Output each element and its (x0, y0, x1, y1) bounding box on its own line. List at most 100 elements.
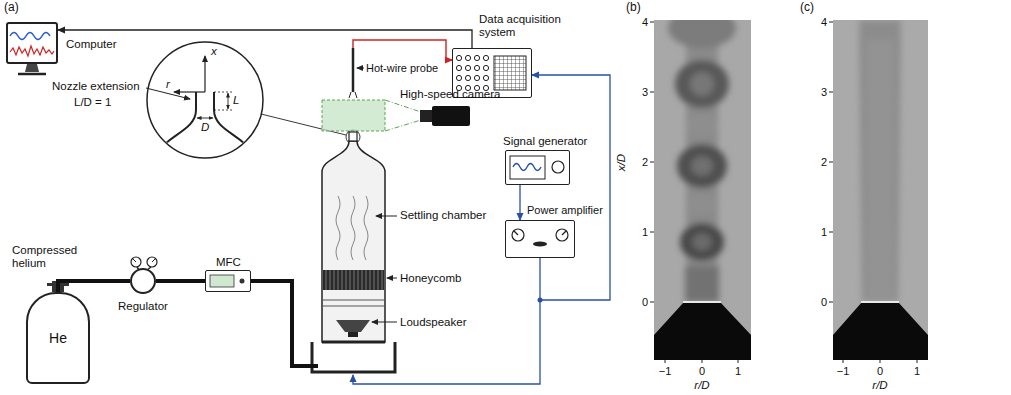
daq-panel (456, 75, 461, 80)
power-amplifier-box: Power amplifier (505, 220, 575, 258)
label-holder: (c) (800, 1, 814, 14)
node-label: MFC (216, 256, 241, 268)
label-holder: High-speed camera (400, 88, 500, 101)
settling-chamber (322, 141, 385, 342)
camera-field-of-view (322, 100, 421, 131)
nozzle-detail (196, 92, 214, 110)
part-label: −1 (837, 365, 850, 377)
label-holder: r/D (872, 379, 887, 392)
schlieren-image-forced (692, 233, 712, 251)
data-link (58, 30, 472, 48)
monitor-stand (25, 64, 39, 72)
schlieren-image-forced (688, 195, 716, 215)
inset-circle (147, 42, 263, 158)
monitor-stand (18, 64, 46, 74)
label-holder: 1 (735, 365, 741, 378)
label-holder: 0 (642, 296, 648, 309)
daq-panel (465, 65, 470, 70)
hot-wire-probe (352, 48, 355, 92)
regulator-gauges (133, 259, 155, 262)
label-holder: (a) (4, 1, 19, 14)
power-amplifier-panel (512, 229, 568, 247)
schlieren-image-unforced (861, 301, 899, 303)
schlieren-image-forced (654, 20, 751, 360)
part-label: High-speed camera (400, 88, 500, 100)
part-label: 1 (642, 226, 648, 238)
daq-panel (465, 75, 470, 80)
part-label: 3 (821, 86, 827, 98)
schlieren-image-unforced (866, 40, 894, 302)
schlieren-image-forced (668, 20, 736, 302)
monitor-screen-content (8, 24, 56, 62)
daq-panel (456, 55, 461, 60)
camera-field-of-view (385, 100, 421, 131)
label-holder: −1 (837, 365, 850, 378)
label-holder: Power amplifier (527, 204, 603, 217)
label-holder: r/D (694, 379, 709, 392)
schlieren-image-forced (675, 60, 729, 108)
label-holder: MFC (216, 256, 241, 269)
daq-panel (474, 55, 479, 60)
hot-wire-probe (349, 48, 364, 98)
daq-panel (456, 55, 526, 90)
power-amplifier-panel (512, 229, 524, 241)
part-label: Honeycomb (400, 272, 461, 284)
schlieren-image-forced (691, 156, 713, 176)
label-holder: Signal generator (503, 135, 587, 148)
schlieren-image-forced (690, 72, 714, 96)
label-holder: 1 (821, 226, 827, 239)
inset-circle (228, 93, 229, 109)
daq-panel (474, 65, 479, 70)
label-holder: r (166, 78, 170, 91)
label-holder: Computer (66, 38, 117, 51)
settling-chamber (348, 332, 358, 337)
part-label: r (166, 78, 170, 90)
settling-chamber (312, 132, 395, 372)
schlieren-image-unforced (829, 22, 917, 363)
part-label: 3 (642, 86, 648, 98)
part-label: L (233, 94, 239, 106)
signal-generator-panel (513, 164, 541, 171)
loudspeaker-wire (353, 298, 543, 385)
part-label: 0 (699, 365, 705, 377)
settling-chamber (322, 341, 385, 344)
monitor-screen-content (10, 46, 54, 56)
part-label: 1 (914, 365, 920, 377)
power-amplifier-panel (533, 242, 547, 247)
label-holder: 2 (821, 156, 827, 169)
part-label: Settling chamber (400, 209, 486, 221)
leader-arrows (372, 322, 397, 323)
power-amplifier-panel (556, 229, 568, 241)
part-label: (c) (800, 0, 814, 14)
node-label: Regulator (118, 300, 168, 312)
hot-wire-probe (357, 68, 364, 69)
node-label: Signal generator (503, 135, 587, 147)
label-holder: Data acquisition system (479, 13, 575, 39)
daq-panel (483, 65, 488, 70)
label-holder: D (201, 121, 209, 134)
node-label: Power amplifier (527, 204, 603, 216)
helium-cylinder: He (26, 292, 90, 384)
part-label: r/D (694, 379, 709, 391)
label-holder: Hot-wire probe (366, 62, 438, 75)
hot-wire-signal-line (353, 40, 452, 60)
schlieren-image-unforced (833, 302, 928, 360)
part-label: Hot-wire probe (366, 62, 438, 74)
part-label: 2 (821, 156, 827, 168)
label-holder: Settling chamber (400, 209, 486, 222)
gas-supply-pipe (251, 281, 318, 366)
leader-arrows (376, 216, 397, 217)
part-label: 1 (735, 365, 741, 377)
label-holder: 4 (821, 16, 827, 29)
settling-chamber (336, 196, 368, 260)
label-holder: Compressed helium (12, 244, 86, 270)
mfc-display (210, 275, 245, 287)
mfc-box: MFC (205, 270, 251, 292)
schlieren-image-unforced (833, 20, 928, 360)
signal-wire (532, 75, 610, 300)
label-holder: 0 (699, 365, 705, 378)
label-holder: 3 (642, 86, 648, 99)
schlieren-image-forced (685, 266, 719, 302)
part-label: r/D (872, 379, 887, 391)
part-label: 0 (877, 365, 883, 377)
